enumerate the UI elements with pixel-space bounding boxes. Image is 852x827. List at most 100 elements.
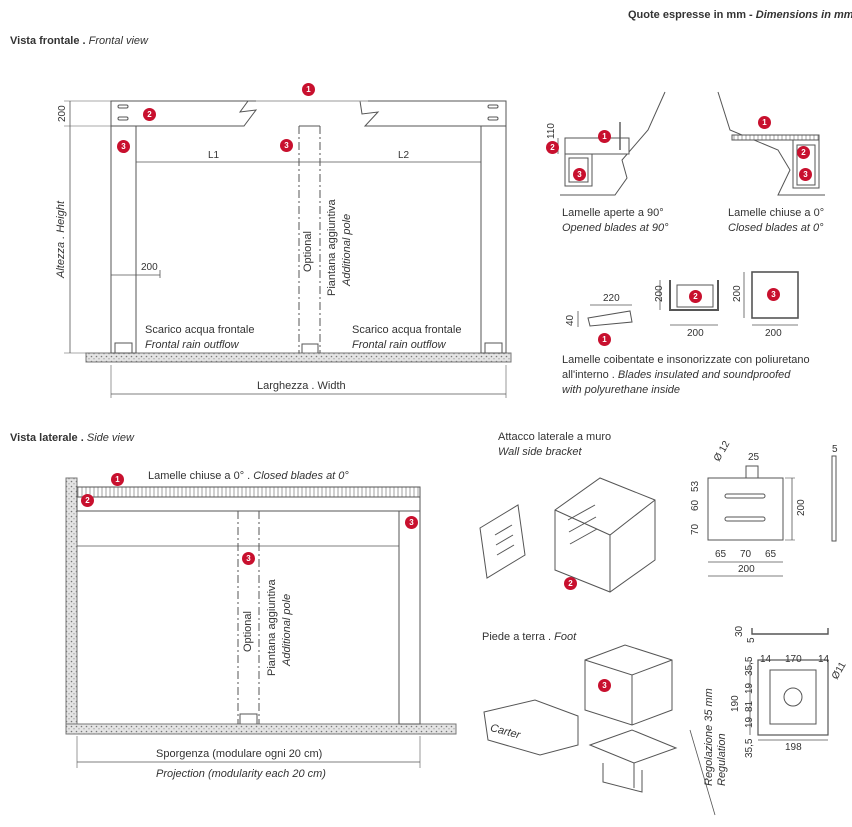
width-label: Larghezza . Width <box>257 380 346 392</box>
dim-f190: 190 <box>730 695 741 712</box>
dim-post-h: 200 <box>732 285 743 302</box>
front-pole-it: Piantana aggiuntiva <box>326 199 338 296</box>
side-beam <box>76 486 421 498</box>
rain-right-en: Frontal rain outflow <box>352 339 446 351</box>
side-closed-blades: Lamelle chiuse a 0° . Closed blades at 0… <box>148 470 349 482</box>
badge-3-open: 3 <box>573 168 586 181</box>
bracket-title-it: Attacco laterale a muro <box>498 431 612 443</box>
units-note: Quote espresse in mm - Dimensions in mm <box>628 9 852 21</box>
insulated-line-3: with polyurethane inside <box>562 384 681 396</box>
dim-d70v: 70 <box>690 523 701 535</box>
badge-2-bracket: 2 <box>564 577 577 590</box>
dim-f198: 198 <box>785 742 802 753</box>
regulation-label: Regolazione 35 mm <box>703 688 715 786</box>
dim-d53: 53 <box>690 480 701 492</box>
dim-l1: L1 <box>208 150 220 161</box>
beam-profile <box>669 280 719 311</box>
dim-d200v: 200 <box>796 499 807 516</box>
dim-f19b: 19 <box>744 716 755 728</box>
front-beam <box>110 100 258 127</box>
foot-plate-drawing <box>751 628 829 635</box>
dim-f35a: 35,5 <box>744 656 755 676</box>
regulation-en: Regulation <box>716 733 728 786</box>
dim-f14b: 14 <box>818 654 830 665</box>
dim-post-w: 200 <box>765 328 782 339</box>
side-optional-label: Optional <box>242 611 254 652</box>
dim-d5: 5 <box>832 444 838 455</box>
badge-2-side: 2 <box>81 494 94 507</box>
front-pole-en: Additional pole <box>341 213 353 286</box>
side-view-title: Vista laterale . Side view <box>10 432 134 444</box>
dim-200-top: 200 <box>57 105 68 122</box>
foot-title: Piede a terra . Foot <box>482 631 577 643</box>
side-pole-en: Additional pole <box>281 593 293 666</box>
badge-1-front: 1 <box>302 83 315 96</box>
blade-closed-detail <box>717 91 825 196</box>
badge-2-front: 2 <box>143 108 156 121</box>
dim-d65a: 65 <box>715 549 727 560</box>
badge-2-closed: 2 <box>797 146 810 159</box>
blades-open-en: Opened blades at 90° <box>562 222 669 234</box>
dim-d200: 200 <box>738 564 755 575</box>
dim-f170: 170 <box>785 654 802 665</box>
projection-en: Projection (modularity each 20 cm) <box>156 768 326 780</box>
dim-d25: 25 <box>748 452 760 463</box>
badge-3-front-left: 3 <box>117 140 130 153</box>
rain-left-en: Frontal rain outflow <box>145 339 239 351</box>
dim-d65b: 65 <box>765 549 777 560</box>
dim-l2: L2 <box>398 150 410 161</box>
front-optional-label: Optional <box>302 231 314 272</box>
badge-2-open: 2 <box>546 141 559 154</box>
dim-f81: 81 <box>744 700 755 712</box>
badge-3-front-pole: 3 <box>280 139 293 152</box>
blades-closed-en: Closed blades at 0° <box>728 222 824 234</box>
carter-3d <box>483 699 579 756</box>
dim-40: 40 <box>565 314 576 326</box>
badge-1-open: 1 <box>598 130 611 143</box>
blade-profile <box>587 310 633 327</box>
dim-d70: 70 <box>740 549 752 560</box>
dim-f30: 30 <box>734 625 745 637</box>
badge-1-side: 1 <box>111 473 124 486</box>
badge-3-profile: 3 <box>767 288 780 301</box>
badge-3-side-pole: 3 <box>242 552 255 565</box>
dim-beam-h: 200 <box>654 285 665 302</box>
insulated-line-2: all'interno . Blades insulated and sound… <box>562 369 791 381</box>
blades-open-it: Lamelle aperte a 90° <box>562 207 664 219</box>
side-ground <box>65 723 457 735</box>
badge-2-profile: 2 <box>689 290 702 303</box>
blades-closed-it: Lamelle chiuse a 0° <box>728 207 825 219</box>
badge-1-profile: 1 <box>598 333 611 346</box>
dim-f19a: 19 <box>744 682 755 694</box>
dim-200-post: 200 <box>141 262 158 273</box>
blade-open-detail <box>560 91 666 196</box>
side-post <box>398 510 421 725</box>
front-view-title: Vista frontale . Frontal view <box>10 35 148 47</box>
dim-d60: 60 <box>690 499 701 511</box>
dim-220: 220 <box>603 293 620 304</box>
foot-3d <box>584 644 673 726</box>
badge-3-side-post: 3 <box>405 516 418 529</box>
side-pole-it: Piantana aggiuntiva <box>266 579 278 676</box>
bracket-plate-drawing <box>707 477 784 541</box>
dim-f5: 5 <box>746 637 757 643</box>
badge-3-foot: 3 <box>598 679 611 692</box>
bracket-title-en: Wall side bracket <box>498 446 582 458</box>
dim-beam-w: 200 <box>687 328 704 339</box>
rain-right-it: Scarico acqua frontale <box>352 324 462 336</box>
projection-it: Sporgenza (modulare ogni 20 cm) <box>156 748 323 760</box>
bracket-box-3d <box>554 477 656 593</box>
side-wall <box>65 477 78 735</box>
badge-3-closed: 3 <box>799 168 812 181</box>
front-right-post <box>480 125 507 354</box>
dim-f14a: 14 <box>760 654 772 665</box>
badge-1-closed: 1 <box>758 116 771 129</box>
dim-110: 110 <box>546 123 557 139</box>
dim-f35b: 35,5 <box>744 738 755 758</box>
front-ground <box>85 352 512 363</box>
height-label: Altezza . Height <box>55 200 67 278</box>
rain-left-it: Scarico acqua frontale <box>145 324 255 336</box>
insulated-line-1: Lamelle coibentate e insonorizzate con p… <box>562 354 810 366</box>
